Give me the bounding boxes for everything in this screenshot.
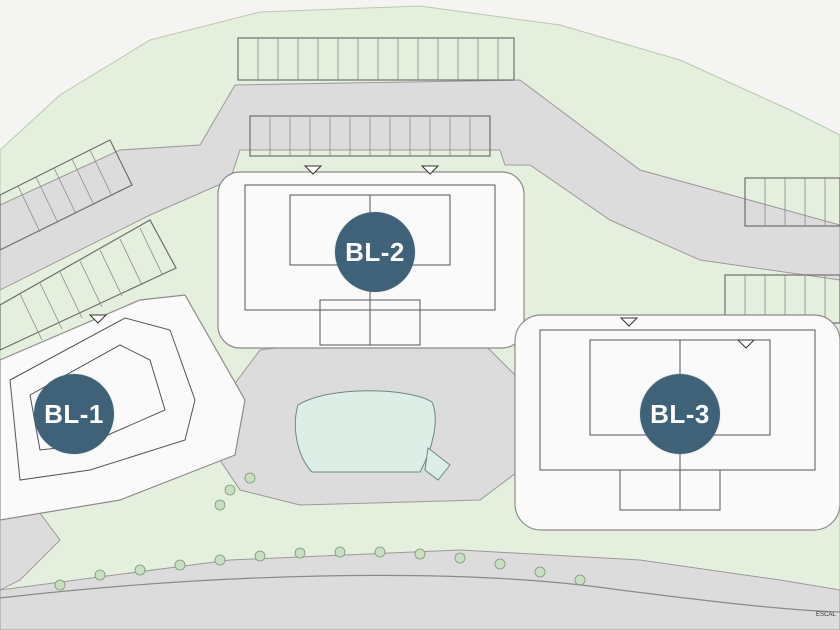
parking-stall-lines [17, 38, 826, 341]
block-label: BL-1 [44, 398, 104, 429]
tree-row [54, 472, 586, 591]
swimming-pool [294, 390, 436, 473]
access-road [0, 574, 840, 613]
block-marker-bl-1[interactable]: BL-1 [34, 374, 114, 454]
block-label: BL-2 [345, 236, 405, 267]
block-marker-bl-2[interactable]: BL-2 [335, 212, 415, 292]
block-label: BL-3 [650, 398, 710, 429]
block-marker-bl-3[interactable]: BL-3 [640, 374, 720, 454]
scale-text: ESCAL [816, 612, 836, 618]
entrance-arrows [88, 165, 756, 349]
pool-small [424, 447, 451, 481]
